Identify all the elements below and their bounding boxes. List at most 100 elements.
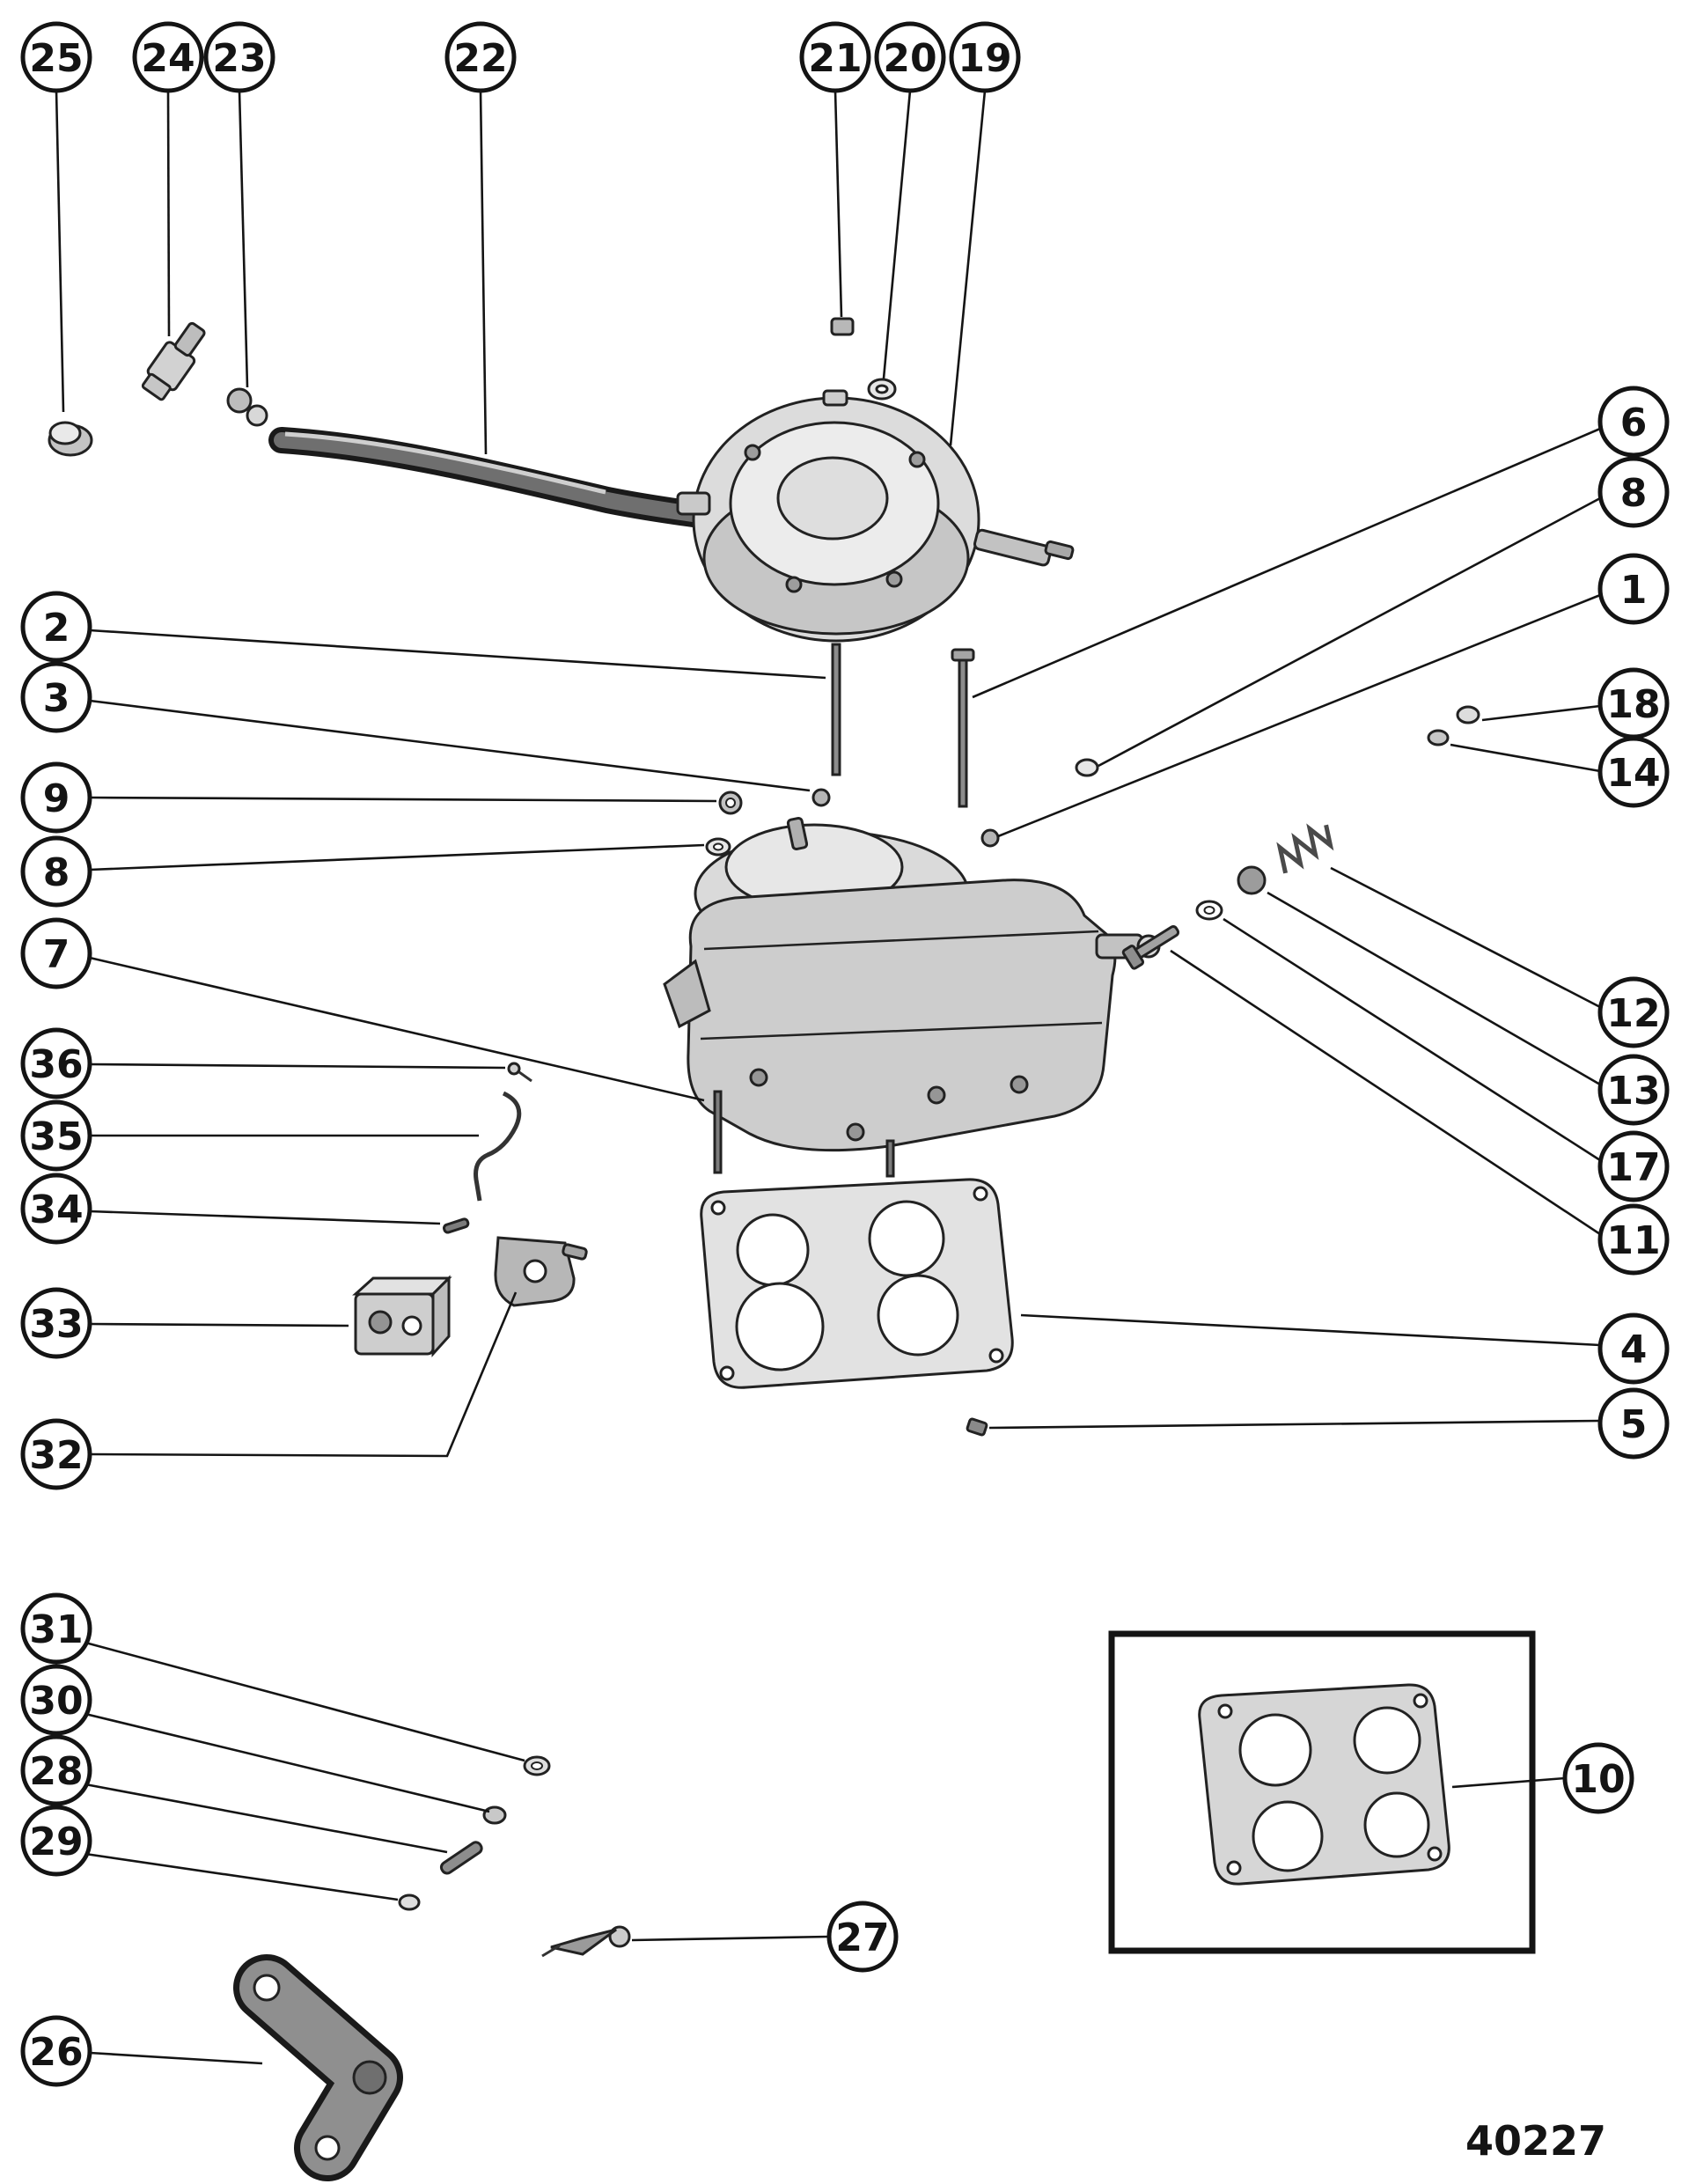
callout-1: 1 [997, 553, 1670, 838]
choke-cover-drawing [676, 389, 1075, 643]
callout-36: 36 [20, 1027, 506, 1099]
callout-circle [20, 835, 92, 908]
callout-3: 3 [20, 661, 811, 792]
callout-circle [20, 1664, 92, 1736]
adapter-plate-drawing [1198, 1683, 1450, 1886]
callout-circle [20, 761, 92, 834]
leader-line [89, 843, 705, 871]
callout-25: 25 [20, 21, 92, 413]
callout-number: 2 [43, 606, 70, 651]
callout-20: 20 [874, 21, 946, 379]
callout-circle [1597, 386, 1670, 458]
callout-circle [20, 661, 92, 733]
callout-number: 11 [1606, 1218, 1660, 1263]
callout-24: 24 [132, 21, 204, 337]
callout-number: 19 [958, 36, 1011, 81]
leader-line [1450, 743, 1601, 773]
callout-10: 10 [1451, 1742, 1634, 1814]
callout-6: 6 [972, 386, 1670, 699]
leader-line [997, 593, 1601, 838]
callout-number: 1 [1620, 568, 1648, 613]
leader-line [89, 1322, 349, 1327]
parts-artwork [48, 317, 1536, 2181]
mounting-studs-drawing [705, 643, 1099, 857]
callout-11: 11 [1170, 949, 1670, 1276]
callout-number: 18 [1606, 682, 1660, 727]
leader-line [55, 90, 65, 413]
choke-nut-drawing [830, 317, 855, 336]
callout-number: 28 [29, 1749, 83, 1794]
leader-line [949, 90, 987, 446]
leader-line [84, 1852, 399, 1901]
plug-part-drawing [48, 421, 93, 457]
callout-14: 14 [1450, 736, 1670, 808]
callout-number: 8 [1620, 471, 1648, 516]
leader-line [833, 90, 843, 318]
callout-22: 22 [444, 21, 517, 455]
callout-23: 23 [203, 21, 275, 388]
callout-number: 5 [1620, 1402, 1648, 1447]
callout-circle [20, 1099, 92, 1172]
callout-number: 25 [29, 36, 83, 81]
callout-33: 33 [20, 1287, 349, 1359]
callout-number: 8 [43, 850, 70, 895]
callout-circle [20, 1287, 92, 1359]
callout-13: 13 [1267, 891, 1670, 1126]
drawing-number: 40227 [1465, 2117, 1606, 2165]
callout-circle [949, 21, 1021, 93]
callout-21: 21 [799, 21, 871, 318]
callout-circle [132, 21, 204, 93]
callout-circle [799, 21, 871, 93]
callout-number: 14 [1606, 751, 1660, 796]
callout-8-left: 8 [20, 835, 705, 908]
callout-35: 35 [20, 1099, 479, 1172]
callout-number: 10 [1571, 1757, 1625, 1802]
callout-number: 26 [29, 2030, 83, 2075]
clamp-drawing [226, 387, 268, 427]
callout-circle [20, 591, 92, 663]
leader-line [1170, 949, 1601, 1236]
leader-line [89, 2051, 263, 2065]
callout-number: 35 [29, 1114, 83, 1159]
callout-number: 29 [29, 1820, 83, 1864]
base-gasket-drawing [700, 1178, 1014, 1389]
callout-number: 3 [43, 676, 70, 721]
callout-number: 4 [1620, 1327, 1648, 1372]
callout-26: 26 [20, 2015, 263, 2087]
leader-line [631, 1935, 830, 1942]
callout-circle [20, 1805, 92, 1877]
leader-line [166, 90, 171, 337]
callout-circle [1597, 1130, 1670, 1202]
callout-circle [1597, 736, 1670, 808]
pump-parts-drawing [1121, 823, 1334, 970]
callout-number: 34 [29, 1188, 83, 1232]
pump-block-drawing [352, 1275, 452, 1357]
leader-line [89, 1210, 441, 1225]
callout-4: 4 [1020, 1313, 1670, 1385]
callout-2: 2 [20, 591, 826, 680]
leader-line [988, 1419, 1601, 1430]
callout-number: 27 [835, 1916, 889, 1960]
callout-circle [20, 1173, 92, 1245]
callout-circle [20, 1418, 92, 1490]
callout-number: 32 [29, 1433, 83, 1478]
callout-number: 36 [29, 1042, 83, 1087]
callout-number: 31 [29, 1607, 83, 1652]
fuel-fitting-drawing [141, 321, 206, 401]
leader-line [84, 1783, 448, 1854]
callout-number: 6 [1620, 401, 1648, 445]
callout-circle [826, 1901, 899, 1973]
leader-line [89, 1291, 518, 1458]
callout-number: 17 [1606, 1145, 1660, 1190]
throttle-shaft-parts-drawing [398, 1755, 551, 1911]
callout-circle [1597, 976, 1670, 1048]
callout-5: 5 [988, 1387, 1670, 1460]
leader-line [84, 1712, 490, 1813]
leader-line [1267, 891, 1601, 1086]
callout-number: 21 [808, 36, 862, 81]
callout-circle [20, 1027, 92, 1099]
callout-17: 17 [1223, 917, 1670, 1202]
callout-28: 28 [20, 1734, 448, 1854]
callout-circle [20, 21, 92, 93]
